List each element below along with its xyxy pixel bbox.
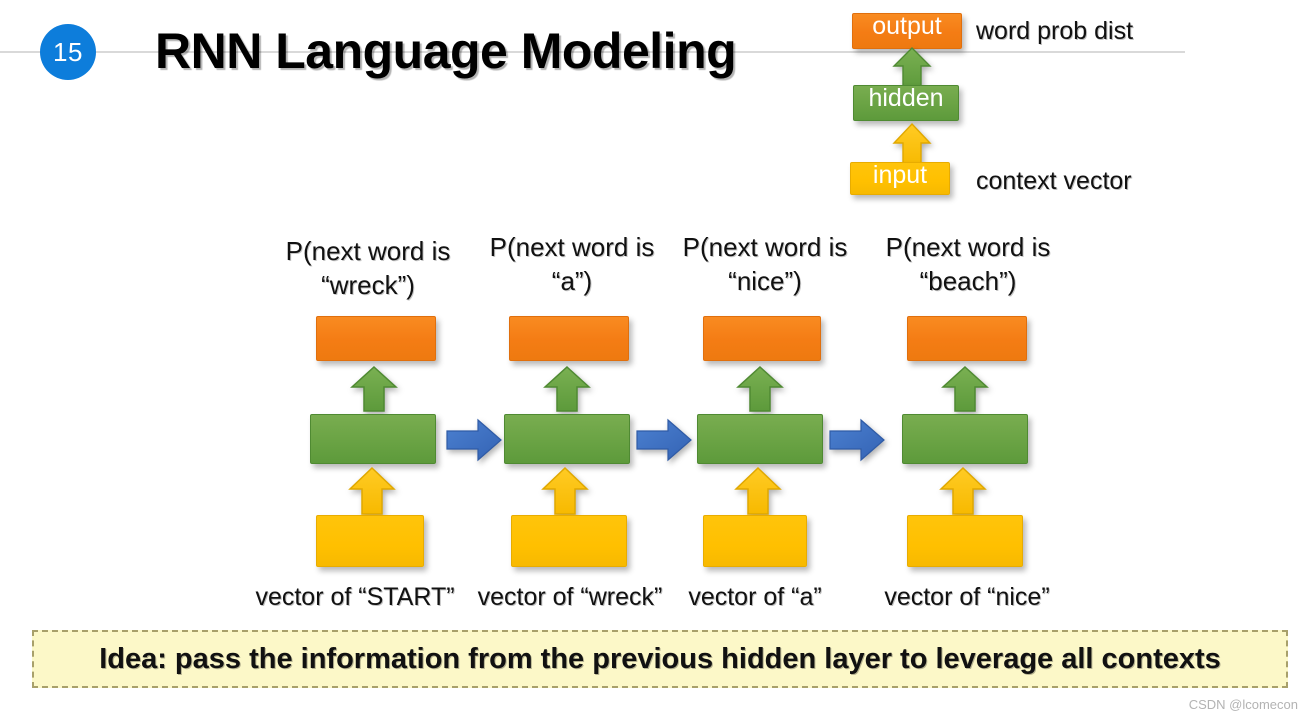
timestep-2-output-caption-line1: P(next word is <box>489 232 655 262</box>
timestep-1-output-caption-line1: P(next word is <box>285 236 451 266</box>
legend-output-block: output <box>852 13 962 49</box>
timestep-3-input-caption: vector of “a” <box>688 583 822 611</box>
timestep-4-output-caption: P(next word is “beach”) <box>868 230 1068 299</box>
timestep-3-output-caption-line2: “nice”) <box>728 266 802 297</box>
timestep-2-output-caption-line2: “a”) <box>551 266 593 297</box>
header-divider-rule <box>0 51 1185 53</box>
timestep-2-output-caption: P(next word is “a”) <box>467 230 677 299</box>
timestep-3-output-block <box>703 316 821 361</box>
timestep-2-green-up-arrow-icon <box>543 366 591 412</box>
timestep-1-green-up-arrow-icon <box>350 366 398 412</box>
timestep-3-yellow-up-arrow-icon <box>734 467 782 515</box>
recurrent-arrow-2-icon <box>636 418 692 462</box>
legend-input-block: input <box>850 162 950 195</box>
recurrent-arrow-1-icon <box>446 418 502 462</box>
timestep-2-input-block <box>511 515 627 567</box>
timestep-3-input-block <box>703 515 807 567</box>
timestep-4-output-caption-line2: “beach”) <box>919 266 1017 297</box>
legend-input-caption: context vector <box>976 167 1132 195</box>
timestep-4-hidden-block <box>902 414 1028 464</box>
idea-banner: Idea: pass the information from the prev… <box>32 630 1288 688</box>
timestep-4-output-caption-line1: P(next word is <box>885 232 1051 262</box>
timestep-1-output-block <box>316 316 436 361</box>
timestep-2-input-caption: vector of “wreck” <box>477 583 663 611</box>
legend-output-caption: word prob dist <box>976 17 1134 45</box>
timestep-4-input-caption: vector of “nice” <box>884 583 1050 611</box>
legend-hidden-label: hidden <box>868 84 944 112</box>
timestep-3-hidden-block <box>697 414 823 464</box>
timestep-2-hidden-block <box>504 414 630 464</box>
page-title: RNN Language Modeling <box>155 23 737 79</box>
timestep-4-green-up-arrow-icon <box>941 366 989 412</box>
timestep-1-output-caption-line2: “wreck”) <box>321 270 415 301</box>
timestep-3-green-up-arrow-icon <box>736 366 784 412</box>
legend-input-label: input <box>872 161 928 189</box>
slide-number-badge: 15 <box>40 24 96 80</box>
idea-banner-text: Idea: pass the information from the prev… <box>99 642 1221 675</box>
recurrent-arrow-3-icon <box>829 418 885 462</box>
legend-output-label: output <box>872 12 942 40</box>
timestep-1-yellow-up-arrow-icon <box>348 467 396 515</box>
legend-diagram: output word prob dist hidden input conte… <box>840 0 1312 210</box>
timestep-1-input-block <box>316 515 424 567</box>
legend-hidden-block: hidden <box>853 85 959 121</box>
timestep-1-output-caption: P(next word is “wreck”) <box>268 234 468 303</box>
timestep-3-output-caption: P(next word is “nice”) <box>665 230 865 299</box>
timestep-2-yellow-up-arrow-icon <box>541 467 589 515</box>
timestep-1-input-caption: vector of “START” <box>255 583 455 611</box>
timestep-2-output-block <box>509 316 629 361</box>
timestep-4-output-block <box>907 316 1027 361</box>
timestep-4-input-block <box>907 515 1023 567</box>
timestep-4-yellow-up-arrow-icon <box>939 467 987 515</box>
legend-green-up-arrow-icon <box>892 47 932 89</box>
watermark: CSDN @lcomecon <box>1188 697 1298 712</box>
timestep-3-output-caption-line1: P(next word is <box>682 232 848 262</box>
timestep-1-hidden-block <box>310 414 436 464</box>
